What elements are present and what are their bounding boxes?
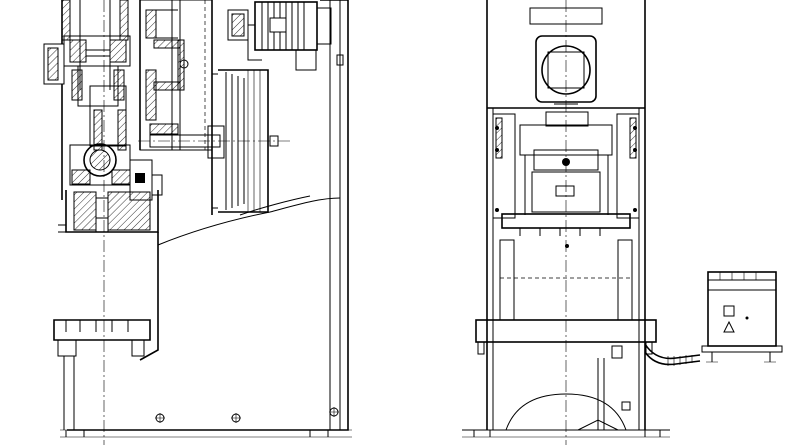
crank-slide xyxy=(58,143,163,233)
crank-column xyxy=(43,0,141,200)
motor xyxy=(227,1,332,71)
front-bolts xyxy=(495,126,637,248)
control-box xyxy=(701,271,783,363)
lower-frame xyxy=(53,54,344,430)
front-slide xyxy=(492,111,640,236)
flywheel xyxy=(138,69,290,213)
side-frame xyxy=(60,0,352,438)
side-section-view xyxy=(43,0,352,445)
front-view xyxy=(462,0,783,445)
control-cable xyxy=(644,343,701,366)
gear-housing xyxy=(139,0,213,151)
